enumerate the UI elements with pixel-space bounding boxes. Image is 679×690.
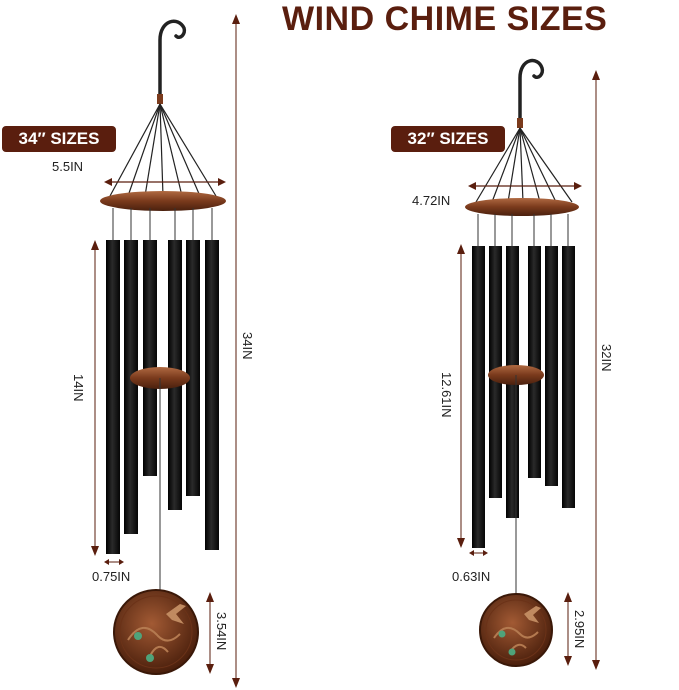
left-sail-length-label: 3.54IN: [214, 612, 229, 651]
left-sail: [113, 589, 199, 675]
left-top-ring: [100, 191, 226, 211]
right-tubes: [472, 246, 575, 548]
left-size-badge: 34″ SIZES: [2, 126, 116, 152]
right-size-badge: 32″ SIZES: [391, 126, 505, 152]
left-chime: [91, 14, 240, 688]
left-strings: [109, 103, 217, 197]
right-sail: [479, 593, 553, 667]
right-hook: [518, 58, 545, 122]
left-tube-diameter-label: 0.75IN: [92, 569, 131, 584]
left-tubes: [106, 240, 219, 554]
left-total-length-label: 34IN: [240, 332, 255, 360]
right-total-length-label: 32IN: [599, 344, 614, 372]
right-sail-length-label: 2.95IN: [572, 610, 587, 649]
right-top-ring: [465, 198, 579, 216]
right-tube-diameter-label: 0.63IN: [452, 569, 491, 584]
left-tube-length-label: 14IN: [71, 374, 86, 402]
left-hook: [158, 19, 187, 98]
right-chime: [457, 58, 600, 670]
left-ring-width-label: 5.5IN: [52, 159, 84, 174]
right-tube-length-label: 12.61IN: [439, 372, 454, 418]
right-strings: [475, 127, 573, 203]
page-title: WIND CHIME SIZES: [282, 0, 608, 38]
right-ring-width-label: 4.72IN: [412, 193, 451, 208]
